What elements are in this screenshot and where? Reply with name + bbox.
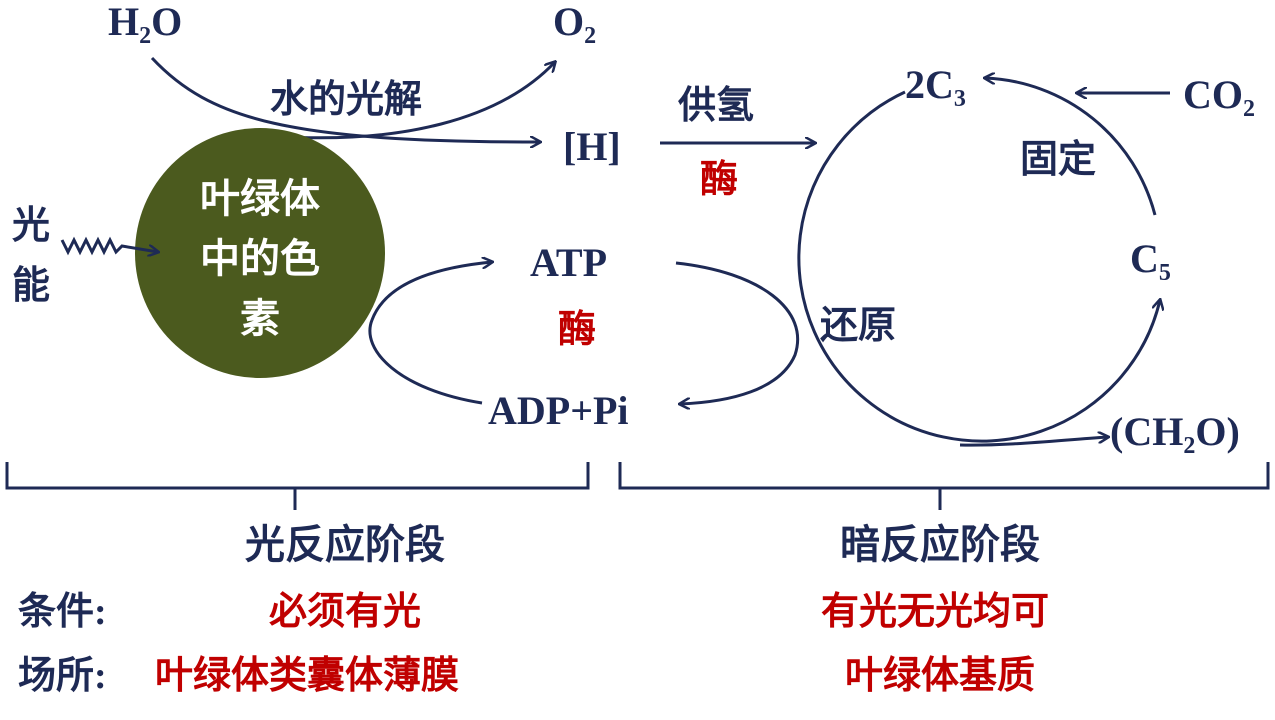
place-label: 场所:	[18, 655, 107, 697]
arrow-adp-to-atp	[368, 262, 492, 405]
arrow-to-ch2o	[959, 437, 1108, 447]
light-wave-icon	[60, 236, 158, 252]
light-stage-title: 光反应阶段	[245, 522, 445, 567]
fixation-label: 固定	[1020, 139, 1096, 181]
light-place: 叶绿体类囊体薄膜	[155, 655, 459, 697]
dark-stage-bracket	[618, 462, 1270, 510]
light-energy-line-1: 光	[12, 205, 50, 247]
adp-pi-label: ADP+Pi	[488, 388, 629, 433]
chloroplast-pigment-circle	[135, 128, 385, 378]
light-condition: 必须有光	[269, 591, 421, 633]
fixation-arc	[985, 78, 1157, 216]
enzyme-label-light: 酶	[558, 309, 596, 351]
arrow-atp-to-adp	[675, 261, 800, 404]
o2-label: O2	[553, 0, 596, 49]
reduction-arc	[797, 90, 1160, 443]
condition-label: 条件:	[18, 591, 107, 633]
reduction-label: 还原	[820, 305, 896, 347]
photolysis-label: 水的光解	[270, 79, 422, 121]
dark-place: 叶绿体基质	[845, 655, 1035, 697]
co2-label: CO2	[1183, 72, 1255, 122]
dark-condition: 有光无光均可	[821, 591, 1049, 633]
dark-stage-title: 暗反应阶段	[840, 522, 1040, 567]
c3-label: 2C3	[905, 62, 966, 112]
atp-label: ATP	[530, 240, 607, 285]
h-label: [H]	[563, 124, 621, 169]
pigment-line-2: 中的色	[200, 236, 320, 281]
ch2o-label: (CH2O)	[1110, 409, 1240, 459]
light-stage-bracket	[5, 462, 590, 510]
h2o-label: H2O	[108, 0, 182, 49]
enzyme-label-dark: 酶	[700, 159, 738, 201]
arrow-to-o2	[269, 62, 555, 140]
pigment-line-1: 叶绿体	[200, 176, 320, 221]
c5-label: C5	[1130, 236, 1171, 286]
pigment-line-3: 素	[240, 296, 280, 341]
supply-h-label: 供氢	[678, 85, 754, 127]
arrow-h2o-to-h	[150, 56, 540, 142]
light-energy-line-2: 能	[12, 265, 50, 307]
